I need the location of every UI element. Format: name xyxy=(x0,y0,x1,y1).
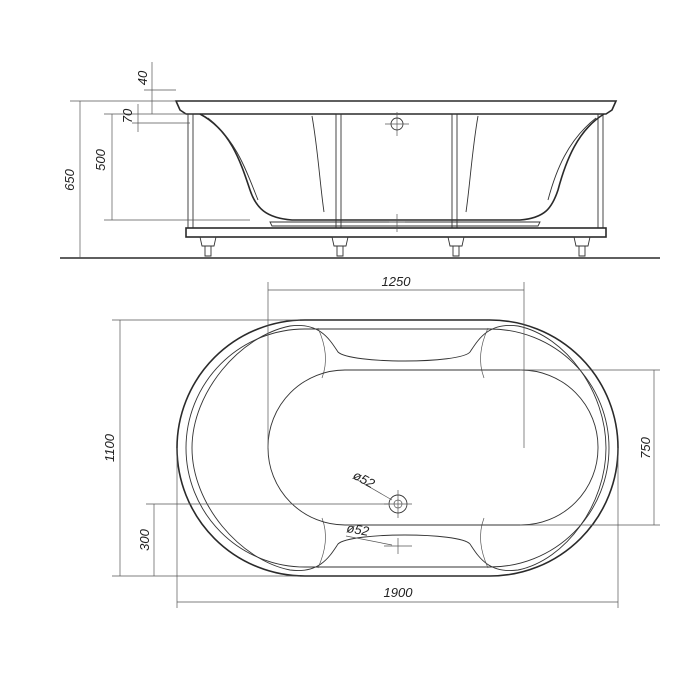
frame-feet xyxy=(199,236,591,257)
tub-basin-outline xyxy=(191,324,607,572)
drain-fitting-top xyxy=(384,490,412,518)
dimension-300: 300 xyxy=(137,503,388,576)
frame-post-3 xyxy=(451,113,458,229)
tub-basin-profile xyxy=(199,113,605,221)
dimension-label-1100: 1100 xyxy=(102,433,117,462)
drain-diameter-callout: ø52 xyxy=(351,467,393,501)
dimension-label-300: 300 xyxy=(137,528,152,550)
dimension-label-40: 40 xyxy=(135,70,150,85)
tub-inner-contour-left xyxy=(207,117,259,201)
dimension-label-750: 750 xyxy=(638,436,653,458)
headrest-contour-top-right xyxy=(480,327,489,379)
overflow-fitting-side xyxy=(385,112,409,136)
dimension-650: 650 xyxy=(62,100,176,258)
tub-flat-bottom xyxy=(267,369,599,526)
side-view: 650 500 70 40 xyxy=(60,62,660,259)
dimension-label-1250: 1250 xyxy=(382,274,412,289)
dimension-1250: 1250 xyxy=(267,274,525,448)
frame-post-1 xyxy=(187,113,194,229)
dimension-label-drain-diameter: ø52 xyxy=(351,467,379,491)
dimension-label-500: 500 xyxy=(93,148,108,170)
dimension-label-overflow-diameter: ø52 xyxy=(345,520,370,539)
headrest-contour-bottom-left xyxy=(317,517,326,569)
dimension-1900: 1900 xyxy=(176,448,619,608)
overflow-fitting-top xyxy=(384,538,412,554)
dimension-label-650: 650 xyxy=(62,168,77,190)
dimension-label-1900: 1900 xyxy=(384,585,414,600)
dimension-40: 40 xyxy=(135,62,176,114)
drain-fitting-side xyxy=(389,214,405,232)
frame-base-rail xyxy=(185,227,607,238)
overflow-diameter-callout: ø52 xyxy=(345,520,393,546)
frame-post-4 xyxy=(597,113,604,229)
tub-rim xyxy=(174,100,618,115)
dimension-label-70: 70 xyxy=(120,108,135,123)
tub-seat-contour-right xyxy=(465,115,479,213)
dimension-70: 70 xyxy=(120,104,190,132)
tub-seat-contour-left xyxy=(311,115,325,213)
top-view: ø52 ø52 1250 1100 750 xyxy=(102,274,660,608)
dimension-500: 500 xyxy=(93,113,250,221)
dimension-750: 750 xyxy=(520,369,660,526)
headrest-contour-top-left xyxy=(317,327,326,379)
headrest-contour-bottom-right xyxy=(480,517,489,569)
tub-outer-rim xyxy=(176,319,619,577)
tub-inner-rim xyxy=(185,328,610,568)
tub-inner-contour-right xyxy=(547,117,597,201)
tub-bottom xyxy=(269,221,541,227)
frame-post-2 xyxy=(335,113,342,229)
dimension-1100: 1100 xyxy=(102,319,300,577)
